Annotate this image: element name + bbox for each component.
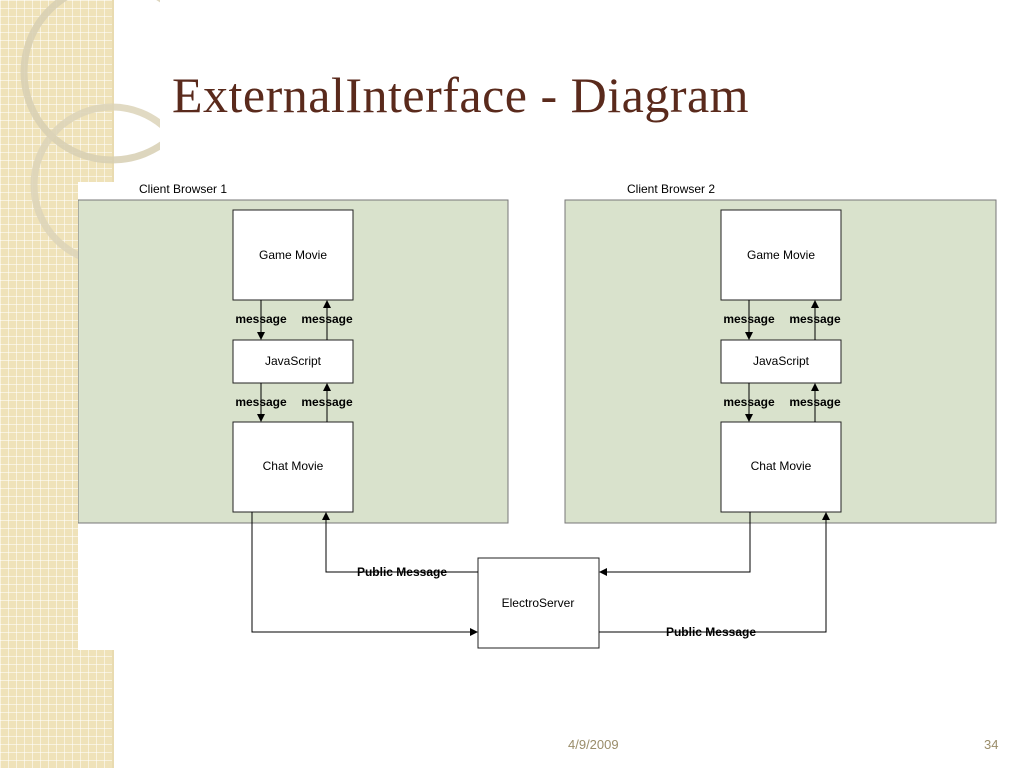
public-message-label-2: Public Message: [666, 625, 756, 639]
arrow-server-to-chat1: [322, 512, 478, 573]
message-label: message: [723, 395, 775, 409]
slide-number: 34: [984, 737, 999, 752]
game-movie-box-2: [720, 209, 842, 301]
chat-movie-label-2: Chat Movie: [751, 459, 812, 473]
javascript-box-2: [720, 339, 842, 384]
message-label: message: [235, 312, 287, 326]
browser-2-label: Client Browser 2: [627, 182, 715, 196]
message-label: message: [301, 395, 353, 409]
arrow-server-to-chat2: [599, 512, 830, 633]
public-message-label-1: Public Message: [357, 565, 447, 579]
arrow-chat2-to-server: [599, 512, 751, 576]
game-movie-box-1: [232, 209, 354, 301]
message-label: message: [235, 395, 287, 409]
game-movie-label-2: Game Movie: [747, 248, 815, 262]
arrow-chat1-to-server: [251, 512, 478, 636]
javascript-box-1: [232, 339, 354, 384]
chat-movie-label-1: Chat Movie: [263, 459, 324, 473]
javascript-label-1: JavaScript: [265, 354, 322, 368]
browser-1-label: Client Browser 1: [139, 182, 227, 196]
slide-date: 4/9/2009: [568, 737, 619, 752]
diagram-panel: Client Browser 1 Game Movie JavaScript C…: [78, 182, 1000, 650]
game-movie-label-1: Game Movie: [259, 248, 327, 262]
chat-movie-box-1: [232, 421, 354, 513]
chat-movie-box-2: [720, 421, 842, 513]
message-label: message: [789, 395, 841, 409]
architecture-diagram: Client Browser 1 Game Movie JavaScript C…: [78, 182, 997, 649]
message-label: message: [301, 312, 353, 326]
electroserver-label: ElectroServer: [502, 596, 575, 610]
slide-title: ExternalInterface - Diagram: [172, 67, 750, 123]
javascript-label-2: JavaScript: [753, 354, 810, 368]
message-label: message: [789, 312, 841, 326]
electroserver-box: [477, 557, 600, 649]
decorative-circles: [20, 0, 160, 260]
message-label: message: [723, 312, 775, 326]
